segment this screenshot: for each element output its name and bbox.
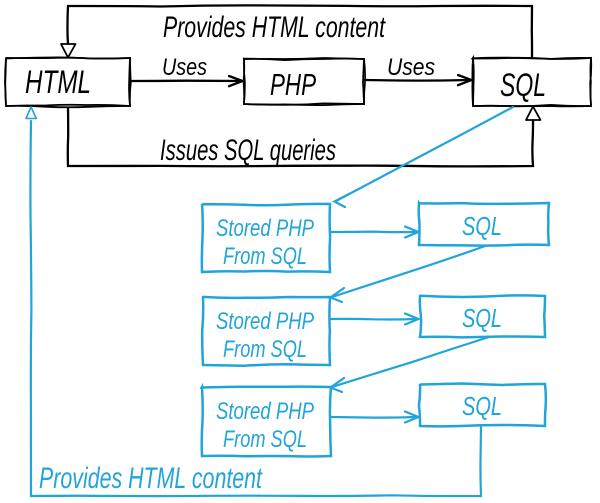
svg-text:SQL: SQL <box>462 391 502 421</box>
svg-text:From SQL: From SQL <box>223 336 307 363</box>
svg-text:Stored PHP: Stored PHP <box>216 215 314 242</box>
svg-text:Provides HTML content: Provides HTML content <box>39 462 263 495</box>
svg-text:Stored PHP: Stored PHP <box>216 398 314 425</box>
svg-text:Provides HTML content: Provides HTML content <box>163 11 386 44</box>
svg-text:Uses: Uses <box>387 54 435 81</box>
svg-text:Stored PHP: Stored PHP <box>216 308 314 335</box>
svg-text:Uses: Uses <box>162 54 207 81</box>
svg-text:From SQL: From SQL <box>223 426 307 453</box>
svg-text:From SQL: From SQL <box>223 243 307 270</box>
svg-text:Issues SQL queries: Issues SQL queries <box>160 134 336 167</box>
svg-text:PHP: PHP <box>270 67 316 102</box>
svg-text:HTML: HTML <box>25 64 91 100</box>
svg-text:SQL: SQL <box>500 67 546 103</box>
svg-text:SQL: SQL <box>462 303 502 333</box>
svg-text:SQL: SQL <box>462 211 502 241</box>
